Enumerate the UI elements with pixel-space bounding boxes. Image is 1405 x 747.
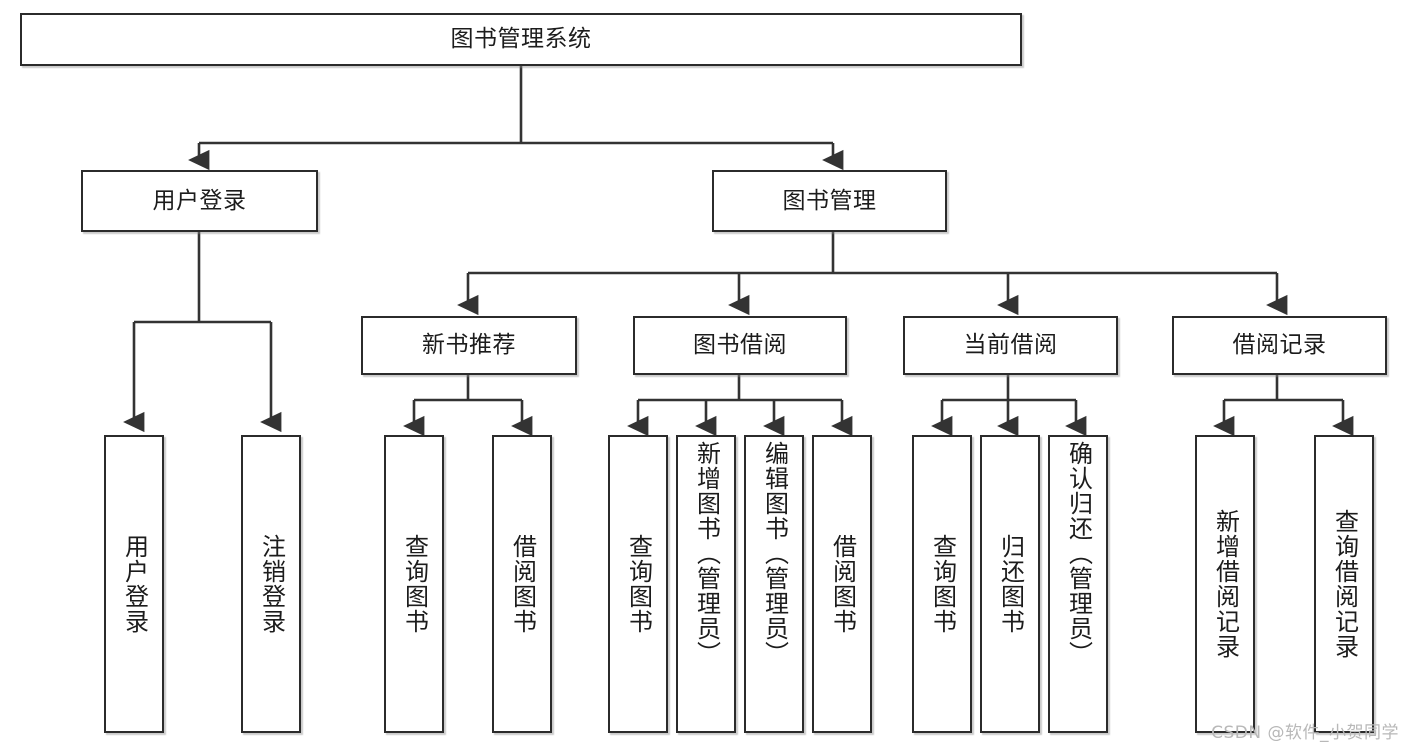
leaf-query-book-1-label: 查询图书: [400, 534, 429, 634]
leaf-borrow-book-1[interactable]: 借阅图书: [492, 435, 552, 733]
node-user-login[interactable]: 用户登录: [81, 170, 318, 232]
leaf-logout-login[interactable]: 注销登录: [241, 435, 301, 733]
leaf-add-book-label: 新增图书（管理员）: [692, 441, 721, 666]
leaf-return-book[interactable]: 归还图书: [980, 435, 1040, 733]
node-user-login-label: 用户登录: [152, 187, 247, 214]
leaf-query-book-3-label: 查询图书: [928, 534, 957, 634]
leaf-edit-book[interactable]: 编辑图书（管理员）: [744, 435, 804, 733]
leaf-borrow-book-2-label: 借阅图书: [828, 534, 857, 634]
leaf-query-book-2-label: 查询图书: [624, 534, 653, 634]
leaf-query-book-1[interactable]: 查询图书: [384, 435, 444, 733]
node-borrow-record[interactable]: 借阅记录: [1172, 316, 1387, 375]
leaf-confirm-return-label: 确认归还（管理员）: [1064, 441, 1093, 666]
node-book-manage-label: 图书管理: [782, 187, 877, 214]
node-root-label: 图书管理系统: [450, 26, 592, 53]
node-borrow-record-label: 借阅记录: [1232, 332, 1327, 359]
node-current-borrow-label: 当前借阅: [963, 332, 1058, 359]
node-root[interactable]: 图书管理系统: [20, 13, 1022, 66]
leaf-query-record-label: 查询借阅记录: [1330, 509, 1359, 659]
leaf-borrow-book-1-label: 借阅图书: [508, 534, 537, 634]
node-book-manage[interactable]: 图书管理: [712, 170, 947, 232]
leaf-query-record[interactable]: 查询借阅记录: [1314, 435, 1374, 733]
node-book-borrow-label: 图书借阅: [693, 332, 787, 359]
leaf-query-book-2[interactable]: 查询图书: [608, 435, 668, 733]
watermark: CSDN @软件_小贺同学: [1211, 723, 1399, 743]
node-new-book-recommend-label: 新书推荐: [422, 332, 516, 359]
leaf-add-record[interactable]: 新增借阅记录: [1195, 435, 1255, 733]
node-current-borrow[interactable]: 当前借阅: [903, 316, 1118, 375]
leaf-return-book-label: 归还图书: [996, 534, 1025, 634]
leaf-add-book[interactable]: 新增图书（管理员）: [676, 435, 736, 733]
node-new-book-recommend[interactable]: 新书推荐: [361, 316, 577, 375]
leaf-logout-login-label: 注销登录: [257, 534, 286, 634]
leaf-confirm-return[interactable]: 确认归还（管理员）: [1048, 435, 1108, 733]
leaf-user-login[interactable]: 用户登录: [104, 435, 164, 733]
leaf-user-login-label: 用户登录: [120, 534, 149, 634]
leaf-borrow-book-2[interactable]: 借阅图书: [812, 435, 872, 733]
leaf-add-record-label: 新增借阅记录: [1211, 509, 1240, 659]
leaf-edit-book-label: 编辑图书（管理员）: [760, 441, 789, 666]
leaf-query-book-3[interactable]: 查询图书: [912, 435, 972, 733]
node-book-borrow[interactable]: 图书借阅: [633, 316, 847, 375]
